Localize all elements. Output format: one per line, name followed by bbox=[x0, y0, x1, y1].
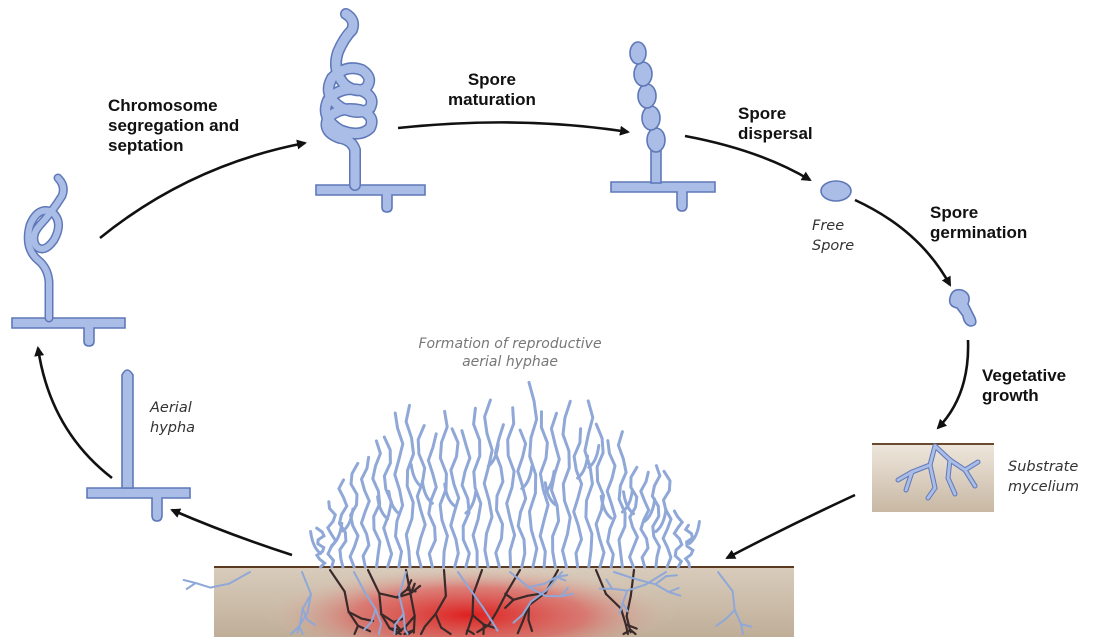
coiling-hypha-illustration bbox=[12, 178, 125, 346]
aerial-hyphae-dome bbox=[311, 382, 700, 567]
arrow-spore-maturation bbox=[398, 122, 628, 132]
aerial-hypha-strand bbox=[361, 457, 369, 567]
aerial-hypha-strand bbox=[473, 408, 481, 567]
aerial-hypha-strand bbox=[395, 413, 403, 567]
aerial-hypha-strand bbox=[551, 413, 559, 567]
aerial-hypha-branch bbox=[522, 467, 532, 489]
aerial-hypha-strand bbox=[563, 401, 571, 567]
aerial-hypha-strand bbox=[630, 467, 638, 567]
substrate-mycelium-illustration bbox=[872, 444, 994, 512]
label-vegetative-growth: Vegetative growth bbox=[982, 366, 1066, 406]
aerial-hypha-strand bbox=[518, 430, 526, 567]
label-free-spore: Free Spore bbox=[812, 216, 854, 256]
aerial-hypha-strand bbox=[507, 408, 515, 567]
aerial-hypha-strand bbox=[462, 431, 470, 567]
label-spore-maturation: Spore maturation bbox=[448, 70, 536, 110]
aerial-hypha-branch bbox=[378, 497, 388, 519]
label-substrate-mycelium: Substrate mycelium bbox=[1008, 457, 1079, 497]
aerial-hypha-strand bbox=[607, 441, 615, 567]
aerial-hypha-strand bbox=[585, 401, 593, 567]
aerial-hypha-strand bbox=[328, 502, 336, 567]
label-aerial-hypha: Aerial hypha bbox=[150, 398, 195, 438]
substrate-hypha-segment bbox=[196, 583, 211, 588]
arrow-vegetative-growth bbox=[938, 340, 968, 428]
spore-chain-illustration bbox=[611, 42, 715, 211]
colony-soil-illustration bbox=[184, 382, 794, 637]
aerial-hypha-strand bbox=[652, 466, 659, 567]
free-spore-illustration bbox=[821, 181, 851, 201]
label-formation-reproductive: Formation of reproductive aerial hyphae bbox=[405, 335, 615, 371]
substrate-hypha-segment bbox=[184, 580, 196, 583]
aerial-hypha-strand bbox=[574, 429, 582, 567]
substrate-hypha-segment bbox=[473, 595, 474, 616]
aerial-hypha-branch bbox=[422, 481, 432, 503]
substrate-hypha-segment bbox=[666, 575, 677, 576]
arrow-to-coiling bbox=[38, 348, 112, 478]
substrate-hypha-segment bbox=[404, 614, 405, 629]
aerial-hypha-strand bbox=[406, 405, 413, 567]
label-spore-germination: Spore germination bbox=[930, 203, 1027, 243]
aerial-hypha-strand bbox=[686, 525, 693, 567]
germinating-spore-illustration bbox=[950, 290, 976, 326]
aerial-hypha-strand bbox=[417, 426, 425, 568]
label-spore-dispersal: Spore dispersal bbox=[738, 104, 813, 144]
arrow-to-septation bbox=[100, 143, 305, 238]
substrate-hypha-segment bbox=[187, 583, 196, 589]
substrate-hypha-segment bbox=[394, 624, 395, 634]
aerial-hypha-strand bbox=[350, 463, 358, 567]
aerial-hypha-illustration bbox=[87, 370, 190, 521]
arrow-to-colony bbox=[727, 495, 855, 558]
aerial-hypha-branch bbox=[445, 484, 455, 506]
label-chromosome-segregation: Chromosome segregation and septation bbox=[108, 96, 239, 156]
arrow-to-aerial-hypha bbox=[172, 510, 292, 555]
septated-spiral-illustration bbox=[316, 14, 425, 212]
aerial-hypha-strand bbox=[484, 400, 492, 567]
aerial-hypha-branch bbox=[411, 465, 421, 487]
aerial-hypha-strand bbox=[451, 429, 459, 567]
aerial-hypha-strand bbox=[317, 528, 325, 567]
aerial-hypha-strand bbox=[674, 511, 682, 567]
